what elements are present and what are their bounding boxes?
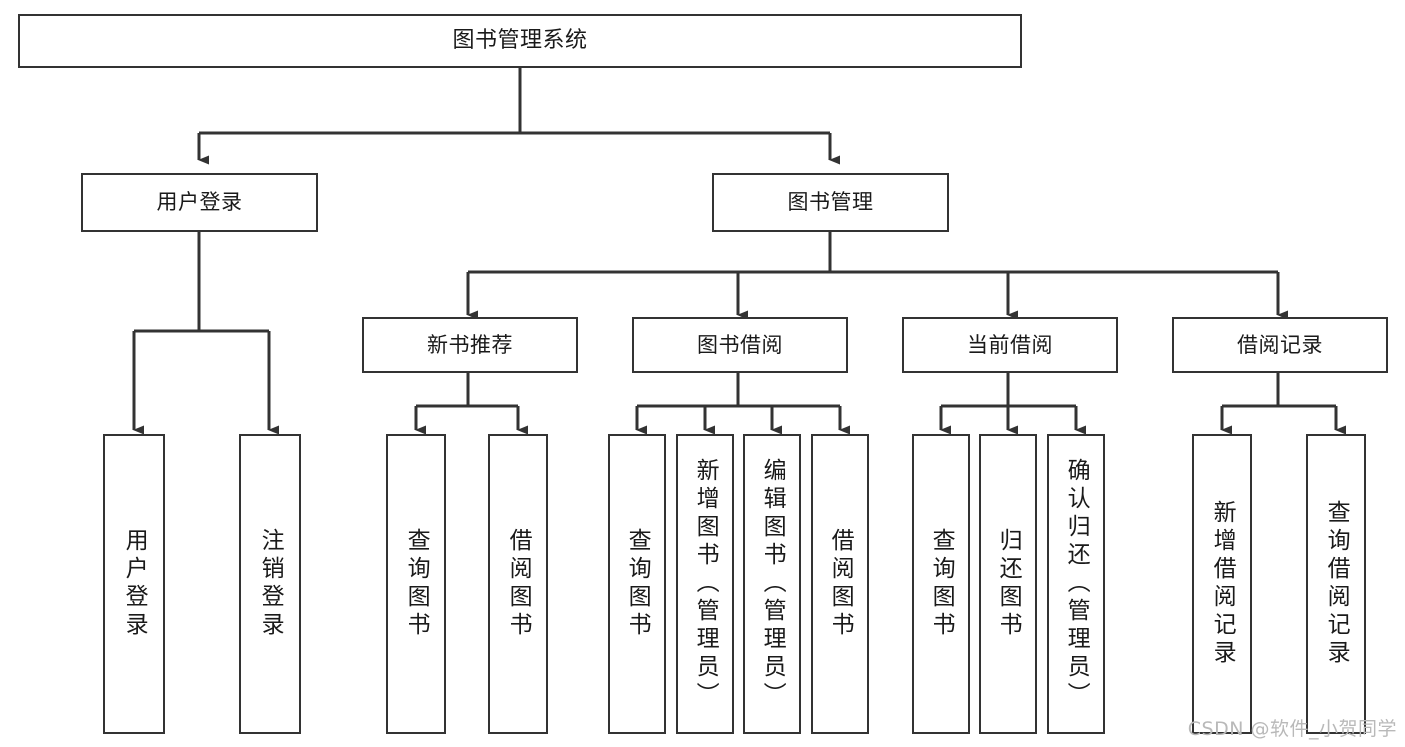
node-label: 用户登录 [156,190,243,215]
node-label: 查询图书 [624,528,651,640]
node-leaf-logout-login[interactable]: 注销登录 [239,434,301,734]
node-book-borrow[interactable]: 图书借阅 [632,317,848,373]
node-borrow-record[interactable]: 借阅记录 [1172,317,1388,373]
node-label: 借阅图书 [505,528,532,640]
node-label: 图书管理 [787,190,874,215]
node-label: 确认归还（管理员） [1063,458,1090,710]
node-label: 新增借阅记录 [1209,500,1236,668]
node-label: 用户登录 [121,528,148,640]
node-label: 查询借阅记录 [1323,500,1350,668]
node-label: 图书管理系统 [452,27,588,53]
node-leaf-borrow-book-1[interactable]: 借阅图书 [488,434,548,734]
node-leaf-query-book-2[interactable]: 查询图书 [608,434,666,734]
node-leaf-return-book[interactable]: 归还图书 [979,434,1037,734]
node-leaf-edit-book[interactable]: 编辑图书（管理员） [743,434,801,734]
node-user-login[interactable]: 用户登录 [81,173,318,232]
node-label: 查询图书 [928,528,955,640]
node-root-book-management-system[interactable]: 图书管理系统 [18,14,1022,68]
node-leaf-user-login[interactable]: 用户登录 [103,434,165,734]
node-leaf-add-book[interactable]: 新增图书（管理员） [676,434,734,734]
node-leaf-confirm-return[interactable]: 确认归还（管理员） [1047,434,1105,734]
node-leaf-query-book-3[interactable]: 查询图书 [912,434,970,734]
node-label: 新增图书（管理员） [692,458,719,710]
node-leaf-query-book-1[interactable]: 查询图书 [386,434,446,734]
csdn-watermark: CSDN @软件_小贺同学 [1187,718,1397,740]
node-leaf-query-record[interactable]: 查询借阅记录 [1306,434,1366,734]
node-label: 借阅记录 [1237,332,1323,357]
node-label: 新书推荐 [427,332,513,357]
node-label: 归还图书 [995,528,1022,640]
node-label: 查询图书 [403,528,430,640]
node-leaf-add-record[interactable]: 新增借阅记录 [1192,434,1252,734]
node-label: 注销登录 [257,528,284,640]
node-label: 当前借阅 [967,332,1053,357]
node-new-book-recommend[interactable]: 新书推荐 [362,317,578,373]
node-leaf-borrow-book-2[interactable]: 借阅图书 [811,434,869,734]
node-current-borrow[interactable]: 当前借阅 [902,317,1118,373]
node-label: 图书借阅 [697,332,783,357]
node-label: 编辑图书（管理员） [759,458,786,710]
node-book-management[interactable]: 图书管理 [712,173,949,232]
node-label: 借阅图书 [827,528,854,640]
